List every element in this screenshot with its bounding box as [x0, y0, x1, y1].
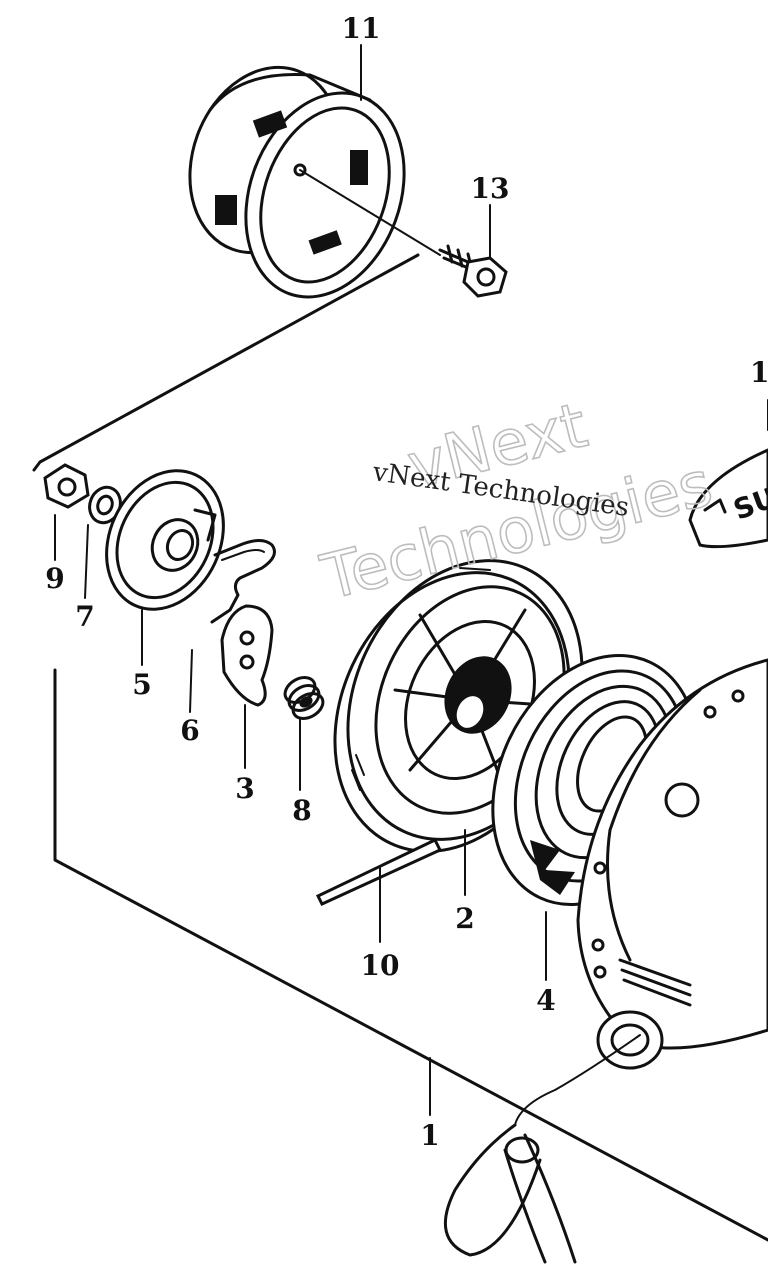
- part-label-1: 1: [420, 1119, 439, 1152]
- bolt-part: [438, 244, 508, 298]
- part-label-8: 8: [292, 794, 311, 827]
- part-label-10: 10: [361, 949, 400, 982]
- starter-cup-part: [188, 65, 441, 299]
- ratchet-pawl-part: [220, 604, 274, 707]
- part-label-14: 14: [750, 356, 768, 389]
- part-label-13: 13: [471, 172, 510, 205]
- small-spring-part: [283, 676, 325, 720]
- part-label-5: 5: [132, 668, 151, 701]
- label-plate-part: SUS: [688, 448, 768, 549]
- part-label-2: 2: [455, 902, 474, 935]
- part-number-labels: 11 13 14 9 7 5 6 3 8 2 10 4 1: [45, 12, 768, 1152]
- nut-part: [43, 463, 90, 509]
- friction-plate-part: [105, 469, 225, 611]
- part-label-9: 9: [45, 562, 64, 595]
- starter-rope: [443, 1123, 577, 1264]
- assembly-outline: [32, 253, 768, 1242]
- starter-housing-part: [514, 658, 768, 1126]
- part-label-4: 4: [536, 984, 555, 1017]
- part-label-3: 3: [235, 772, 254, 805]
- return-spring-part: [210, 539, 276, 624]
- leader-lines: [54, 44, 768, 1116]
- part-label-7: 7: [75, 600, 94, 633]
- part-label-11: 11: [342, 12, 381, 45]
- part-label-6: 6: [180, 714, 199, 747]
